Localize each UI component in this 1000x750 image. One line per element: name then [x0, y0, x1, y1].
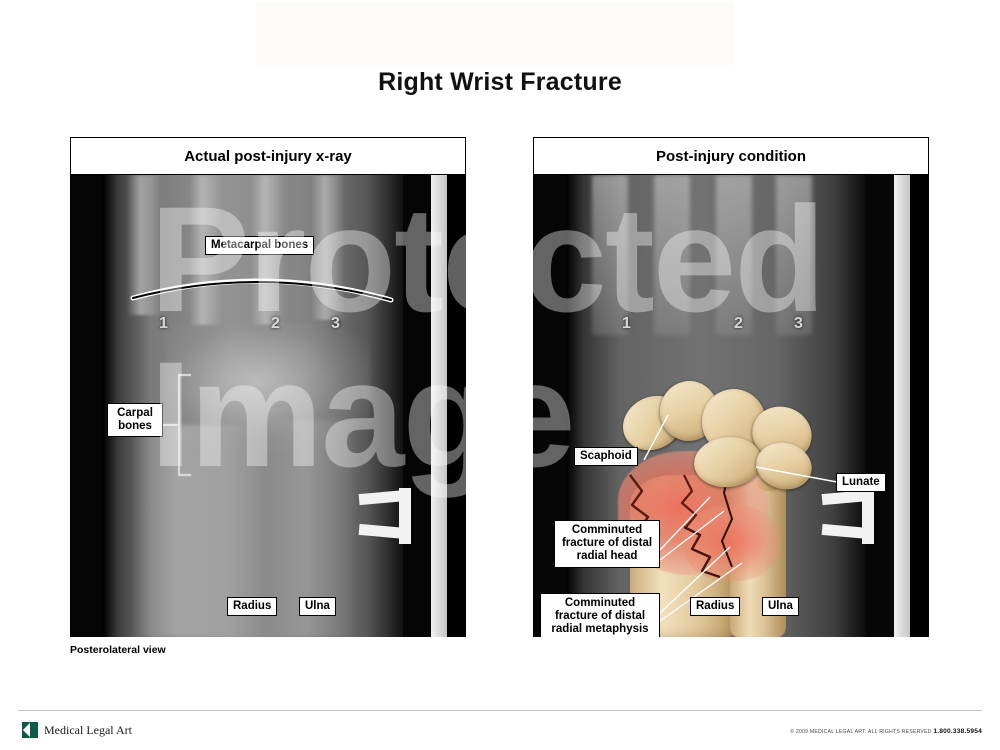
- panel-post-injury-condition: Post-injury condition: [533, 137, 929, 637]
- xray-digit-2: 2: [271, 315, 280, 332]
- xray-edge-strip: [431, 175, 447, 637]
- phone-number: 1.800.338.5954: [933, 728, 982, 735]
- label-left-radius: Radius: [227, 597, 278, 617]
- label-metacarpal-bones: Metacarpal bones: [205, 236, 315, 256]
- copyright-text: © 2009 MEDICAL LEGAL ART. ALL RIGHTS RES…: [790, 729, 932, 735]
- illustration-digit-1: 1: [622, 315, 631, 332]
- arrow-icon: [22, 722, 38, 738]
- illustration-positioning-clamp: [821, 482, 892, 552]
- metacarpal-arc-bracket: [130, 278, 394, 303]
- illustration-metacarpal-3: [716, 175, 752, 335]
- view-caption: Posterolateral view: [70, 644, 166, 656]
- page-title: Right Wrist Fracture: [378, 68, 622, 96]
- label-scaphoid: Scaphoid: [574, 447, 638, 467]
- label-comminuted-fracture-radial-head: Comminuted fracture of distal radial hea…: [554, 520, 660, 568]
- xray-edge-dark: [447, 175, 465, 637]
- footer-divider: [18, 710, 982, 711]
- brand-name: Medical Legal Art: [44, 722, 132, 737]
- label-carpal-bones: Carpal bones: [107, 403, 163, 438]
- leader-lines: [643, 414, 865, 622]
- illustration-metacarpal-4: [776, 175, 812, 335]
- illustration-metacarpal-2: [654, 175, 690, 335]
- xray-metacarpal-4: [311, 175, 345, 320]
- panel-right-body: 1 2 3 Scaphoid Lunate Comminuted fractur…: [534, 175, 928, 637]
- label-lunate: Lunate: [836, 473, 886, 493]
- illustration-digit-2: 2: [734, 315, 743, 332]
- label-right-radius: Radius: [690, 597, 741, 617]
- label-comminuted-fracture-radial-metaphysis: Comminuted fracture of distal radial met…: [540, 593, 660, 637]
- panel-actual-xray: Actual post-injury x-ray: [70, 137, 466, 637]
- illustration-edge-strip: [894, 175, 910, 637]
- illustration-edge-dark: [910, 175, 928, 637]
- illustration-metacarpal-1: [592, 175, 628, 335]
- illustration-digit-3: 3: [794, 315, 803, 332]
- label-left-ulna: Ulna: [299, 597, 336, 617]
- xray-digit-3: 3: [331, 315, 340, 332]
- panel-left-body: 1 2 3 Metacarpal bones Carpal bones Radi…: [71, 175, 465, 637]
- xray-positioning-clamp: [358, 482, 429, 552]
- title-band: [256, 2, 734, 65]
- brand-logo: Medical Legal Art: [22, 722, 132, 738]
- label-right-ulna: Ulna: [762, 597, 799, 617]
- copyright-notice: © 2009 MEDICAL LEGAL ART. ALL RIGHTS RES…: [790, 728, 982, 735]
- xray-digit-1: 1: [159, 315, 168, 332]
- panel-left-header: Actual post-injury x-ray: [71, 138, 465, 175]
- panel-right-header: Post-injury condition: [534, 138, 928, 175]
